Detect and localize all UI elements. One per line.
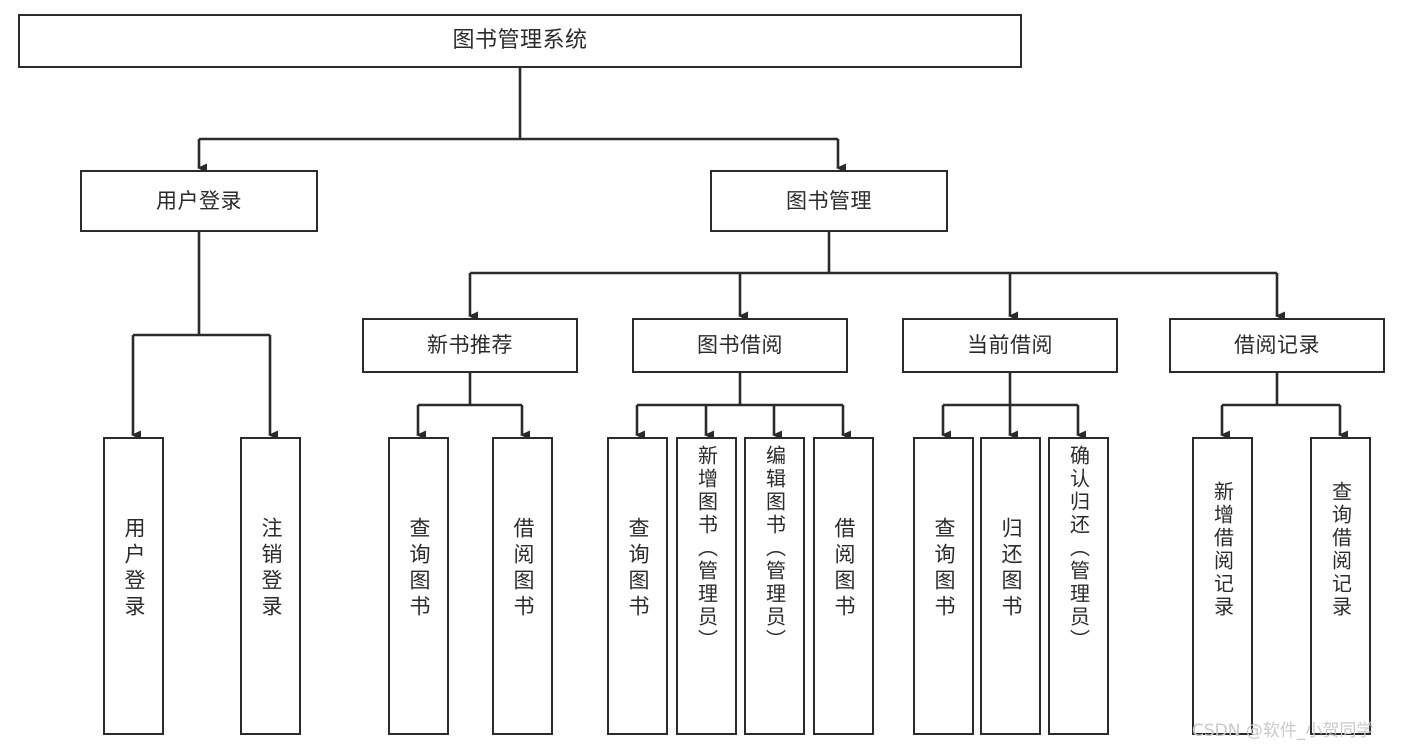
node-label: 当前借阅 (967, 333, 1053, 358)
node-book-management[interactable]: 图书管理 (710, 170, 948, 232)
node-label: 编辑图书（管理员） (762, 445, 787, 652)
node-label: 用户登录 (156, 188, 242, 213)
node-label: 借阅图书 (832, 517, 856, 621)
node-user-login[interactable]: 用户登录 (80, 170, 318, 232)
leaf-add-borrow-record[interactable]: 新增借阅记录 (1192, 437, 1253, 735)
node-borrow-record[interactable]: 借阅记录 (1169, 318, 1385, 373)
leaf-return-book[interactable]: 归还图书 (980, 437, 1041, 735)
leaf-logout-login[interactable]: 注销登录 (240, 437, 301, 735)
node-label: 查询图书 (932, 517, 956, 621)
leaf-borrow-book[interactable]: 借阅图书 (813, 437, 874, 735)
node-new-book-recommend[interactable]: 新书推荐 (362, 318, 578, 373)
watermark-text: CSDN @软件_小贺同学 (1192, 721, 1374, 741)
node-label: 用户登录 (122, 517, 146, 621)
node-label: 借阅记录 (1234, 333, 1320, 358)
leaf-edit-book-admin[interactable]: 编辑图书（管理员） (744, 437, 805, 735)
leaf-confirm-return-admin[interactable]: 确认归还（管理员） (1048, 437, 1109, 735)
node-label: 归还图书 (999, 517, 1023, 621)
node-label: 图书管理 (786, 188, 872, 213)
node-label: 确认归还（管理员） (1066, 445, 1091, 652)
node-label: 新增借阅记录 (1210, 481, 1235, 619)
node-label: 借阅图书 (511, 517, 535, 621)
node-label: 注销登录 (259, 517, 283, 621)
leaf-user-login[interactable]: 用户登录 (103, 437, 164, 735)
leaf-query-book-current[interactable]: 查询图书 (913, 437, 974, 735)
node-book-borrow[interactable]: 图书借阅 (632, 318, 848, 373)
node-label: 查询图书 (626, 517, 650, 621)
node-current-borrow[interactable]: 当前借阅 (902, 318, 1118, 373)
node-label: 查询借阅记录 (1328, 481, 1353, 619)
leaf-query-book-borrow[interactable]: 查询图书 (607, 437, 668, 735)
leaf-add-book-admin[interactable]: 新增图书（管理员） (676, 437, 737, 735)
leaf-query-borrow-record[interactable]: 查询借阅记录 (1310, 437, 1371, 735)
node-root-system[interactable]: 图书管理系统 (18, 14, 1022, 68)
node-label: 新增图书（管理员） (694, 445, 719, 652)
node-label: 查询图书 (407, 517, 431, 621)
node-label: 图书管理系统 (452, 28, 588, 54)
node-label: 图书借阅 (697, 333, 783, 358)
node-label: 新书推荐 (427, 333, 513, 358)
leaf-query-book-newbook[interactable]: 查询图书 (388, 437, 449, 735)
leaf-borrow-book-newbook[interactable]: 借阅图书 (492, 437, 553, 735)
